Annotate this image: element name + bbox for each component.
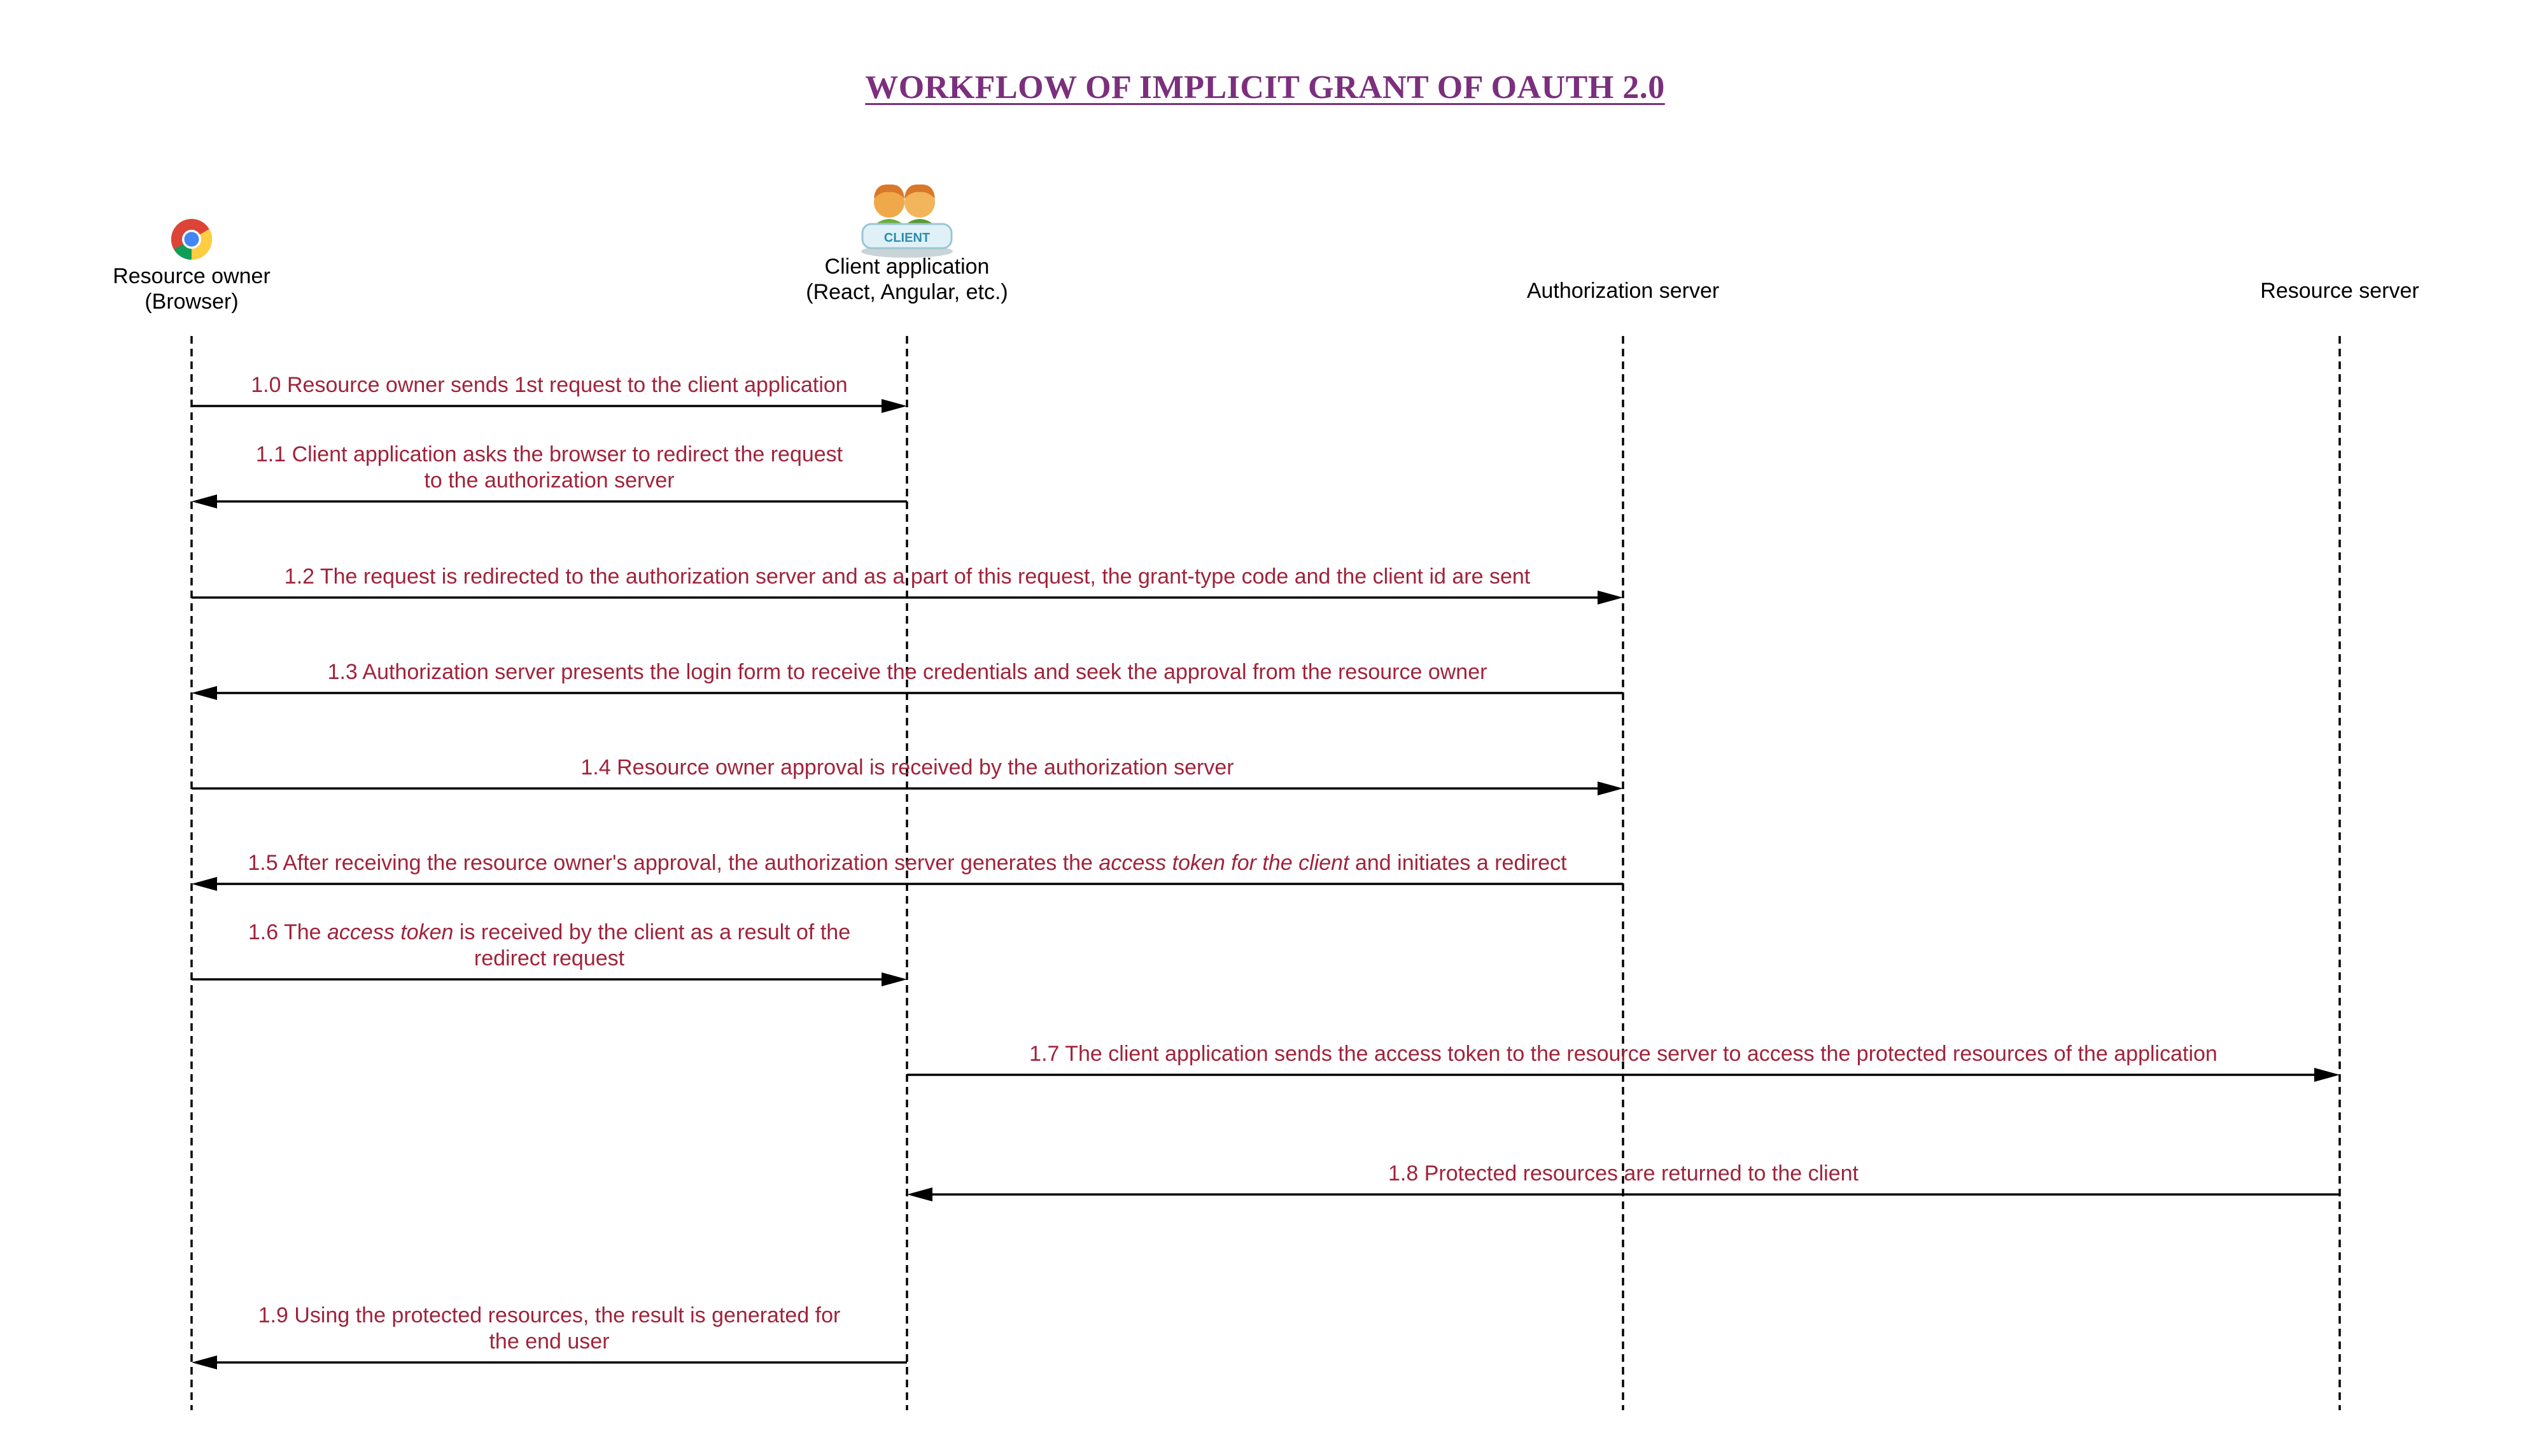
message-label: redirect request bbox=[474, 946, 625, 970]
message-text-segment: 1.1 Client application asks the browser … bbox=[256, 442, 843, 466]
page-title: WORKFLOW OF IMPLICIT GRANT OF OAUTH 2.0 bbox=[865, 69, 1665, 106]
message-label: 1.6 The access token is received by the … bbox=[248, 920, 850, 944]
message-label: 1.7 The client application sends the acc… bbox=[1029, 1042, 2217, 1066]
actor-label-resource: Resource server bbox=[2260, 279, 2419, 303]
arrowhead bbox=[1598, 781, 1623, 795]
message-label: 1.5 After receiving the resource owner's… bbox=[248, 851, 1567, 875]
message-text-segment: access token for the client bbox=[1099, 851, 1350, 875]
client-icon-label: CLIENT bbox=[884, 231, 930, 245]
message-label: 1.9 Using the protected resources, the r… bbox=[258, 1303, 841, 1327]
actor-label-client: (React, Angular, etc.) bbox=[806, 280, 1008, 304]
arrowhead bbox=[2314, 1068, 2340, 1082]
message-label: 1.2 The request is redirected to the aut… bbox=[285, 564, 1531, 589]
actor-label-client: Client application bbox=[825, 255, 990, 279]
message-9: 1.9 Using the protected resources, the r… bbox=[192, 1303, 907, 1369]
message-text-segment: 1.9 Using the protected resources, the r… bbox=[258, 1303, 841, 1327]
message-text-segment: 1.0 Resource owner sends 1st request to … bbox=[251, 373, 847, 397]
message-label: the end user bbox=[489, 1329, 609, 1354]
arrowhead bbox=[192, 1355, 217, 1369]
message-text-segment: 1.4 Resource owner approval is received … bbox=[580, 755, 1233, 780]
chrome-browser-icon bbox=[171, 219, 212, 260]
arrowhead bbox=[882, 972, 907, 986]
arrowhead bbox=[192, 686, 217, 700]
arrowhead bbox=[1598, 591, 1623, 605]
message-text-segment: access token bbox=[327, 920, 453, 944]
message-text-segment: to the authorization server bbox=[424, 468, 674, 493]
arrowhead bbox=[907, 1187, 932, 1201]
message-text-segment: 1.2 The request is redirected to the aut… bbox=[285, 564, 1531, 589]
message-text-segment: 1.3 Authorization server presents the lo… bbox=[328, 660, 1487, 684]
message-2: 1.2 The request is redirected to the aut… bbox=[192, 564, 1623, 605]
message-7: 1.7 The client application sends the acc… bbox=[907, 1042, 2340, 1082]
message-text-segment: redirect request bbox=[474, 946, 625, 970]
arrowhead bbox=[192, 494, 217, 508]
message-label: 1.0 Resource owner sends 1st request to … bbox=[251, 373, 847, 397]
message-4: 1.4 Resource owner approval is received … bbox=[192, 755, 1623, 795]
message-text-segment: the end user bbox=[489, 1329, 609, 1354]
message-label: 1.8 Protected resources are returned to … bbox=[1388, 1161, 1859, 1186]
message-label: to the authorization server bbox=[424, 468, 674, 493]
arrowhead bbox=[882, 399, 907, 413]
actor-label-owner: (Browser) bbox=[144, 290, 238, 314]
actor-label-owner: Resource owner bbox=[113, 264, 271, 288]
message-label: 1.3 Authorization server presents the lo… bbox=[328, 660, 1487, 684]
message-5: 1.5 After receiving the resource owner's… bbox=[192, 851, 1623, 891]
message-text-segment: 1.5 After receiving the resource owner's… bbox=[248, 851, 1099, 875]
message-8: 1.8 Protected resources are returned to … bbox=[907, 1161, 2340, 1201]
message-text-segment: 1.7 The client application sends the acc… bbox=[1029, 1042, 2217, 1066]
actor-label-auth: Authorization server bbox=[1527, 279, 1719, 303]
arrowhead bbox=[192, 877, 217, 891]
message-1: 1.1 Client application asks the browser … bbox=[192, 442, 907, 508]
client-users-icon: CLIENT bbox=[861, 184, 953, 258]
message-text-segment: and initiates a redirect bbox=[1349, 851, 1568, 875]
message-text-segment: 1.6 The bbox=[248, 920, 327, 944]
message-label: 1.4 Resource owner approval is received … bbox=[580, 755, 1233, 780]
message-3: 1.3 Authorization server presents the lo… bbox=[192, 660, 1623, 700]
message-label: 1.1 Client application asks the browser … bbox=[256, 442, 843, 466]
message-text-segment: is received by the client as a result of… bbox=[453, 920, 850, 944]
message-6: 1.6 The access token is received by the … bbox=[192, 920, 907, 986]
message-text-segment: 1.8 Protected resources are returned to … bbox=[1388, 1161, 1859, 1186]
message-0: 1.0 Resource owner sends 1st request to … bbox=[192, 373, 907, 413]
